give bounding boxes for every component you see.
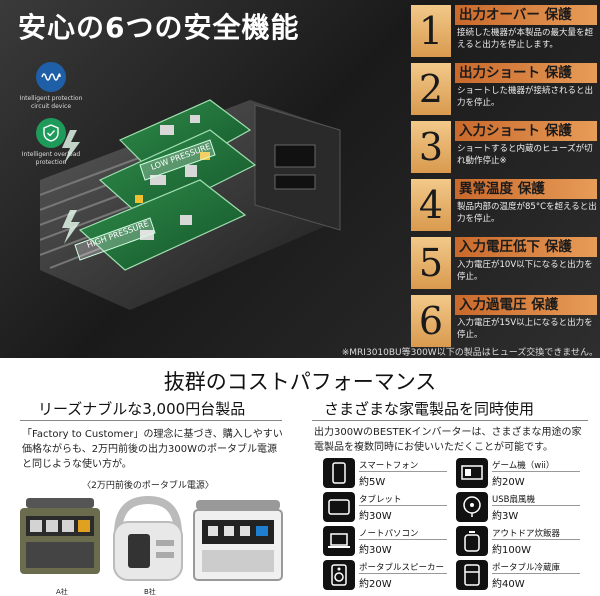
appliance-item: スマートフォン 約5W	[323, 458, 453, 488]
rice-cooker-icon	[456, 526, 488, 556]
feature-number: 2	[411, 63, 451, 115]
appliance-power: 約100W	[492, 545, 531, 556]
shield-check-icon	[36, 118, 66, 148]
appliance-name: アウトドア炊飯器	[492, 529, 561, 539]
appliance-name: スマートフォン	[359, 461, 419, 471]
left-column-title: リーズナブルな3,000円台製品	[38, 400, 246, 418]
badge-label: Intelligent protection circuit device	[19, 95, 83, 110]
product-label: A社	[56, 588, 68, 596]
appliance-name: ゲーム機（wii）	[492, 461, 555, 471]
appliance-power: 約30W	[359, 511, 392, 522]
feature-item: 6 入力過電圧 保護 入力電圧が15V以上になると出力を停止。	[405, 293, 600, 349]
speaker-icon	[323, 560, 355, 590]
protection-circuit-badge: Intelligent protection circuit device	[10, 62, 92, 111]
overload-protection-badge: Intelligent overload protection	[10, 118, 92, 167]
divider	[312, 420, 588, 421]
footnote: ※MRI3010BU等300W以下の製品はヒューズ交換できません。	[341, 348, 598, 358]
feature-description: 接続した機器が本製品の最大量を超えると出力を停止します。	[457, 28, 594, 50]
appliance-item: アウトドア炊飯器 約100W	[456, 526, 586, 556]
appliance-power: 約40W	[492, 579, 525, 590]
laptop-icon	[323, 526, 355, 556]
divider	[359, 539, 447, 540]
divider	[492, 505, 580, 506]
product-c-illustration	[193, 500, 283, 581]
feature-description: ショートすると内蔵のヒューズが切れ動作停止※	[457, 144, 593, 166]
appliance-item: USB扇風機 約3W	[456, 492, 586, 522]
waveform-icon	[36, 62, 66, 92]
smartphone-icon	[323, 458, 355, 488]
inverter-illustration: LOW PRESSURE HIGH PRESSURE	[40, 99, 341, 310]
appliance-item: タブレット 約30W	[323, 492, 453, 522]
safety-features-banner: 安心の6つの安全機能 Intelligent protection circui…	[0, 0, 600, 358]
badge-label: Intelligent overload protection	[21, 151, 81, 166]
appliance-power: 約3W	[492, 511, 519, 522]
feature-item: 3 入力ショート 保護 ショートすると内蔵のヒューズが切れ動作停止※	[405, 119, 600, 175]
divider	[492, 539, 580, 540]
feature-number: 6	[411, 295, 451, 347]
right-column-title: さまざまな家電製品を同時使用	[324, 400, 535, 418]
left-paragraph: 「Factory to Customer」の理念に基づき、購入しやすい価格ながら…	[22, 429, 283, 470]
appliance-name: USB扇風機	[492, 495, 535, 505]
feature-item: 2 出力ショート 保護 ショートした機器が接続されると出力を停止。	[405, 61, 600, 117]
tablet-icon	[323, 492, 355, 522]
feature-number: 5	[411, 237, 451, 289]
appliance-power: 約20W	[359, 579, 392, 590]
fridge-icon	[456, 560, 488, 590]
feature-item: 4 異常温度 保護 製品内部の温度が85°Cを超えると出力を停止。	[405, 177, 600, 233]
appliance-item: ゲーム機（wii） 約20W	[456, 458, 586, 488]
divider	[359, 471, 447, 472]
product-a-illustration	[20, 498, 100, 574]
feature-number: 1	[411, 5, 451, 57]
feature-heading: 異常温度 保護	[455, 179, 597, 199]
appliance-power: 約30W	[359, 545, 392, 556]
feature-heading: 入力過電圧 保護	[455, 295, 597, 315]
products-caption: 〈2万円前後のポータブル電源〉	[82, 481, 214, 491]
feature-description: 入力電圧が15V以上になると出力を停止。	[457, 318, 593, 340]
appliance-name: ノートパソコン	[359, 529, 419, 539]
feature-number: 3	[411, 121, 451, 173]
appliance-name: ポータブルスピーカー	[359, 563, 445, 573]
section-title: 抜群のコストパフォーマンス	[163, 370, 437, 394]
banner-title: 安心の6つの安全機能	[18, 11, 300, 44]
feature-description: 入力電圧が10V以下になると出力を停止。	[457, 260, 593, 282]
feature-description: 製品内部の温度が85°Cを超えると出力を停止。	[457, 202, 597, 224]
feature-heading: 入力電圧低下 保護	[455, 237, 597, 257]
feature-number: 4	[411, 179, 451, 231]
game-console-icon	[456, 458, 488, 488]
appliance-item: ポータブル冷蔵庫 約40W	[456, 560, 586, 590]
appliance-name: タブレット	[359, 495, 402, 505]
feature-heading: 入力ショート 保護	[455, 121, 597, 141]
divider	[20, 420, 282, 421]
divider	[492, 471, 580, 472]
divider	[359, 505, 447, 506]
feature-heading: 出力オーバー 保護	[455, 5, 597, 25]
right-paragraph: 出力300WのBESTEKインバーターは、さまざまな用途の家電製品を複数同時にお…	[314, 427, 582, 453]
appliance-name: ポータブル冷蔵庫	[492, 563, 561, 573]
product-b-illustration	[113, 495, 183, 581]
product-label: B社	[144, 588, 156, 596]
appliance-item: ポータブルスピーカー 約20W	[323, 560, 453, 590]
feature-description: ショートした機器が接続されると出力を停止。	[457, 86, 594, 108]
divider	[359, 573, 447, 574]
feature-item: 1 出力オーバー 保護 接続した機器が本製品の最大量を超えると出力を停止します。	[405, 3, 600, 59]
divider	[492, 573, 580, 574]
appliance-power: 約20W	[492, 477, 525, 488]
fan-icon	[456, 492, 488, 522]
feature-item: 5 入力電圧低下 保護 入力電圧が10V以下になると出力を停止。	[405, 235, 600, 291]
appliance-power: 約5W	[359, 477, 386, 488]
feature-heading: 出力ショート 保護	[455, 63, 597, 83]
appliance-item: ノートパソコン 約30W	[323, 526, 453, 556]
